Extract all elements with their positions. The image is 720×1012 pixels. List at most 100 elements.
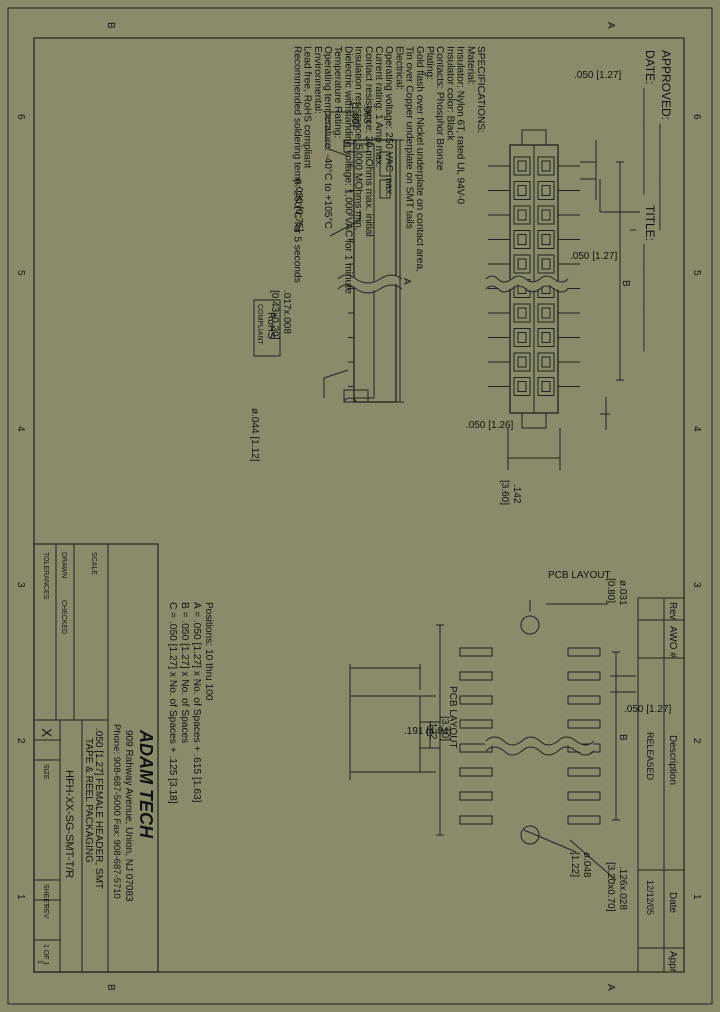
pcb-pad xyxy=(567,719,601,729)
side-housing xyxy=(353,143,375,399)
tb-small-2: CHECKED xyxy=(60,600,67,634)
contact-cell-inner xyxy=(517,258,527,270)
pitch-right-dim: .050 [1.27] xyxy=(570,251,617,262)
tb-small-6: REV xyxy=(42,904,49,919)
position-line: Positions: 10 thru 100 xyxy=(203,602,214,701)
company-address: 909 Rahway Avenue, Union, NJ 07083 xyxy=(123,730,134,902)
pad-dim-m: [3.20x0.70] xyxy=(605,862,616,912)
pcb-pad xyxy=(459,671,493,681)
dim-063: .063 xyxy=(361,104,372,124)
zone-5: 5 xyxy=(691,270,702,276)
contact-cell xyxy=(537,328,555,347)
contact-cell-inner xyxy=(541,356,551,368)
approval-block: APPROVED: ________________ DATE: _______… xyxy=(643,50,673,351)
pcb-pad xyxy=(459,647,493,657)
contact-cell-inner xyxy=(541,332,551,343)
pcb-layout xyxy=(436,600,636,881)
contact-cell-inner xyxy=(517,332,527,343)
desc-line2: TAPE & REEL PACKAGING xyxy=(83,738,94,863)
spec-line: Temperature Rating: xyxy=(332,46,343,138)
position-line: A = .050 [1.27] x No. of Spaces + .615 [… xyxy=(191,602,202,803)
pcb-dims: PCB LAYOUT ø.031 [0.80] C B .050 [1.27] … xyxy=(423,570,671,912)
top-pins xyxy=(488,165,580,387)
awo-header: AWO # xyxy=(667,626,678,658)
pcb-pad xyxy=(459,791,493,801)
rohs-line1: RoHS xyxy=(265,312,276,339)
dim-048m: [1.22] xyxy=(569,852,580,877)
zone-b-left: B xyxy=(105,22,116,29)
spec-line: Insulator color: Black xyxy=(444,46,455,141)
zone-1-b: 1 xyxy=(15,894,26,900)
contact-cell xyxy=(513,254,531,274)
pcb-pad xyxy=(459,767,493,777)
zone-3-b: 3 xyxy=(15,582,26,588)
contact-cell-inner xyxy=(517,381,527,392)
tb-small-3: TOLERANCES xyxy=(42,552,49,600)
pitch-bottom-dim: .050 [1.26] xyxy=(466,420,513,431)
pcb-pad xyxy=(567,815,601,825)
pcb-pad xyxy=(567,647,601,657)
contact-cell-inner xyxy=(517,160,527,172)
contact-cell-inner xyxy=(541,234,551,245)
top-view-dims: .050 [1.27] .050 [1.27] B .050 [1.26] .1… xyxy=(466,70,631,505)
contact-cell xyxy=(537,205,555,225)
contact-cell xyxy=(537,156,555,176)
title-block xyxy=(33,543,159,973)
dim-122: .122 xyxy=(427,720,438,740)
company-name: ADAM TECH xyxy=(136,729,156,839)
company-phone: Phone: 908-687-5000 Fax: 908-687-5710 xyxy=(111,724,122,899)
pad-dim: .126x.028 xyxy=(617,866,628,910)
pcb-b: B xyxy=(617,734,628,741)
side-peg-right xyxy=(343,389,369,403)
side-pins xyxy=(348,165,354,387)
zone-4-b: 4 xyxy=(15,426,26,432)
description-header: Description xyxy=(667,735,678,785)
spec-line: Recommended soldering temp: 260°C for 5 … xyxy=(291,46,302,283)
contact-cell xyxy=(513,230,531,249)
pcb-pad xyxy=(459,695,493,705)
body-end-right xyxy=(521,412,547,429)
rohs-line2: COMPLIANT xyxy=(256,304,263,346)
dim-030: ø.030 [0.75] xyxy=(293,178,304,232)
date-line: DATE: ________________ xyxy=(643,50,657,195)
dim-031m: [0.80] xyxy=(605,578,616,603)
size-mark: X xyxy=(39,728,55,738)
dim-017: .017x.008 xyxy=(281,290,292,334)
spec-line: Electrical: xyxy=(393,46,404,90)
contact-cell xyxy=(537,377,555,396)
pitch-top-dim: .050 [1.27] xyxy=(574,70,621,81)
contact-cell-inner xyxy=(517,234,527,245)
title-line: TITLE: ________________ xyxy=(643,205,657,351)
contact-cell-inner xyxy=(541,381,551,392)
pcb-pad xyxy=(567,671,601,681)
dim-c: C xyxy=(423,728,434,735)
contact-cell xyxy=(537,230,555,249)
zone-6-b: 6 xyxy=(15,114,26,120)
spec-line: SPECIFICATIONS: xyxy=(475,46,486,133)
contact-cell-inner xyxy=(541,185,551,196)
side-view-dims: A .063 [1.60] ø.030 [0.75] .017x.008 [0.… xyxy=(249,102,412,462)
revision-table-frame xyxy=(637,597,685,973)
top-view xyxy=(483,129,640,470)
contact-cell xyxy=(537,181,555,200)
spec-line: Material: xyxy=(465,46,476,85)
contact-cell xyxy=(513,181,531,200)
pcb-pitch: .050 [1.27] xyxy=(624,704,671,715)
pcb-pad xyxy=(459,743,493,753)
zone-2: 2 xyxy=(691,738,702,744)
profile-peg xyxy=(419,721,431,749)
spec-line: Gold flash over Nickel underplate on con… xyxy=(414,46,425,272)
dim-191: .191 [4.84] xyxy=(404,726,451,737)
pcb-hole-left xyxy=(520,615,540,635)
zone-b-right: B xyxy=(105,984,116,991)
contact-cell xyxy=(513,205,531,225)
pcb-pads xyxy=(459,647,601,825)
dim-063m: [1.60] xyxy=(349,102,360,127)
contact-cell-inner xyxy=(541,160,551,172)
revision-table: Rev AWO # Description Date Appr RELEASED… xyxy=(637,597,685,973)
spec-line: Insulator: Nylon 6T, rated UL 94V-0 xyxy=(455,46,466,205)
